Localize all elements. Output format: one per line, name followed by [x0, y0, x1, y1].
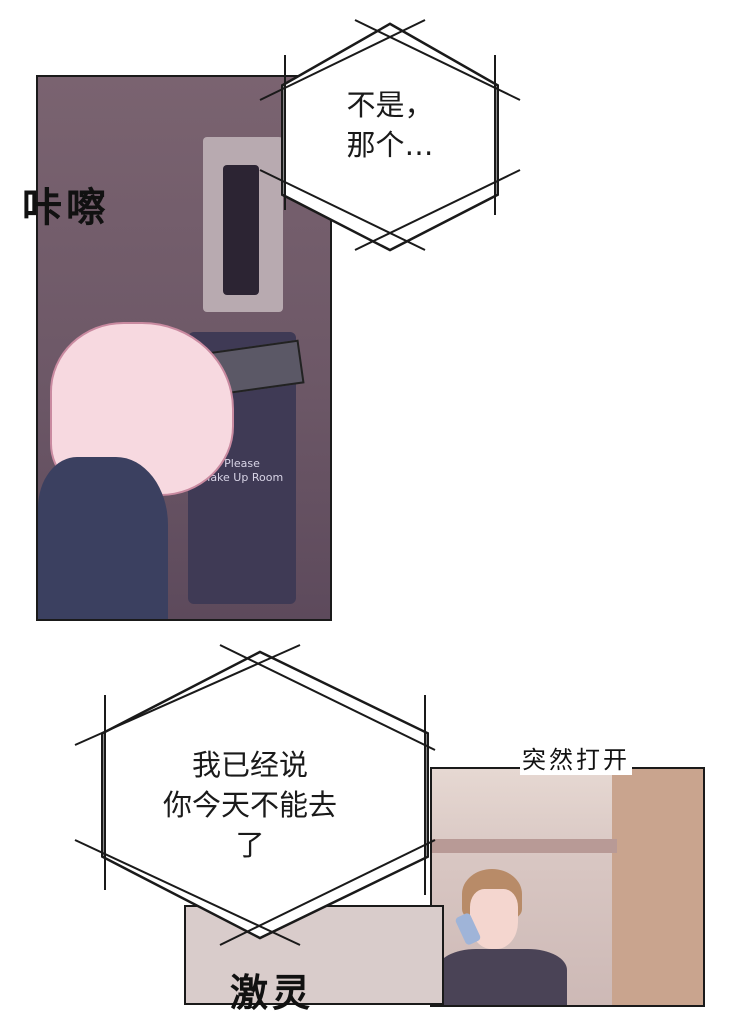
bubble-1-line-2: 那个…: [346, 128, 434, 162]
speech-bubble-1: 不是， 那个…: [290, 85, 490, 165]
door-edge: [612, 769, 703, 1005]
sign-line-1: Please: [224, 457, 260, 470]
bubble-2-line-2: 你今天不能去: [162, 788, 337, 822]
bubble-1-line-1: 不是，: [346, 88, 434, 122]
bubble-2-line-1: 我已经说: [191, 748, 308, 782]
man-jacket: [437, 949, 567, 1005]
speech-bubble-2: 我已经说 你今天不能去 了: [120, 745, 380, 865]
speech-bubble-1-frame: [259, 19, 521, 252]
panel-man-on-phone: [430, 767, 705, 1007]
bubble-2-line-3: 了: [235, 828, 265, 862]
sfx-shiver: 激灵: [230, 971, 315, 1015]
sleeve: [38, 457, 168, 619]
sign-line-2: Make Up Room: [200, 471, 284, 484]
speech-bubble-2-frame: [74, 644, 436, 946]
sfx-click: 咔嚓: [22, 185, 110, 231]
door-frame: [432, 839, 617, 853]
card-reader: [203, 137, 283, 312]
sfx-sudden-open: 突然打开: [520, 740, 632, 775]
